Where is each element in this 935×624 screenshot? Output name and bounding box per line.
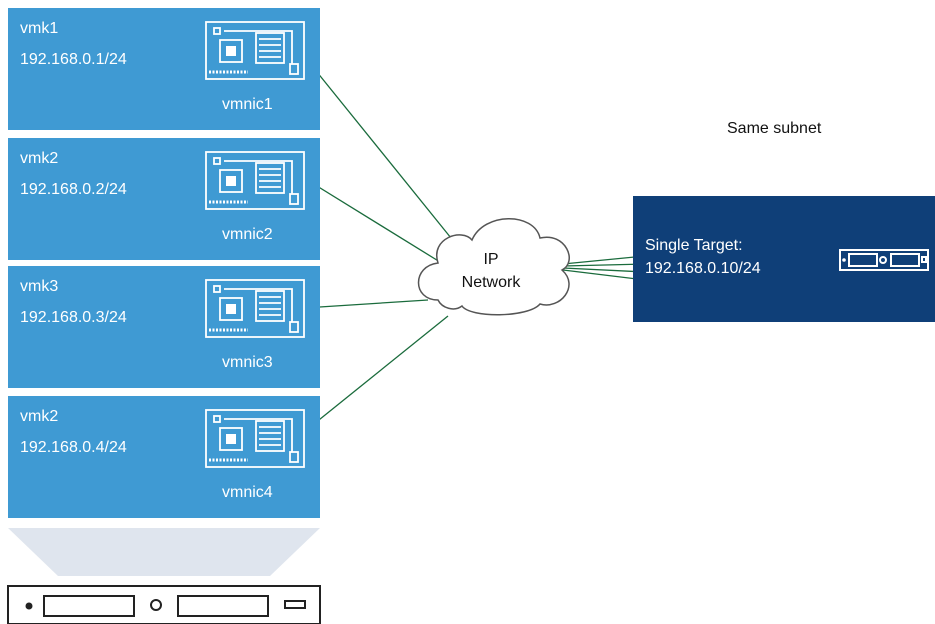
vmk-ip: 192.168.0.4/24 — [20, 439, 127, 456]
vmk-name: vmk1 — [20, 20, 59, 37]
network-card-icon — [205, 279, 305, 338]
vmk-ip: 192.168.0.3/24 — [20, 309, 127, 326]
host-fade — [8, 528, 320, 576]
vmk-box-1: vmk1 192.168.0.1/24 vmnic1 — [8, 8, 320, 130]
link-target-3 — [562, 267, 646, 273]
link-vmnic1 — [303, 55, 452, 239]
server-icon — [7, 585, 321, 624]
vmk-name: vmk2 — [20, 408, 59, 425]
vmnic-label: vmnic4 — [222, 484, 273, 501]
target-label: Single Target: — [645, 237, 743, 254]
vmk-box-3: vmk3 192.168.0.3/24 vmnic3 — [8, 266, 320, 388]
server-icon — [839, 249, 929, 271]
network-label-line2: Network — [461, 274, 521, 291]
target-ip: 192.168.0.10/24 — [645, 260, 761, 277]
link-target-2 — [562, 263, 646, 267]
link-vmnic2 — [303, 177, 441, 263]
network-card-icon — [205, 151, 305, 210]
link-target-4 — [562, 269, 646, 281]
target-box: Single Target: 192.168.0.10/24 — [633, 196, 935, 322]
vmk-ip: 192.168.0.2/24 — [20, 181, 127, 198]
vmk-name: vmk2 — [20, 150, 59, 167]
subnet-label: Same subnet — [727, 120, 822, 137]
vmnic-label: vmnic2 — [222, 226, 273, 243]
network-card-icon — [205, 409, 305, 468]
link-target-1 — [562, 255, 646, 265]
link-vmnic3 — [303, 299, 429, 309]
network-card-icon — [205, 21, 305, 80]
vmk-name: vmk3 — [20, 278, 59, 295]
vmk-box-2: vmk2 192.168.0.2/24 vmnic2 — [8, 138, 320, 260]
vmnic-label: vmnic1 — [222, 96, 273, 113]
vmk-box-4: vmk2 192.168.0.4/24 vmnic4 — [8, 396, 320, 518]
vmnic-label: vmnic3 — [222, 354, 273, 371]
cloud-icon — [417, 218, 570, 316]
link-vmnic4 — [303, 315, 449, 433]
network-label-line1: IP — [483, 251, 499, 268]
vmk-ip: 192.168.0.1/24 — [20, 51, 127, 68]
